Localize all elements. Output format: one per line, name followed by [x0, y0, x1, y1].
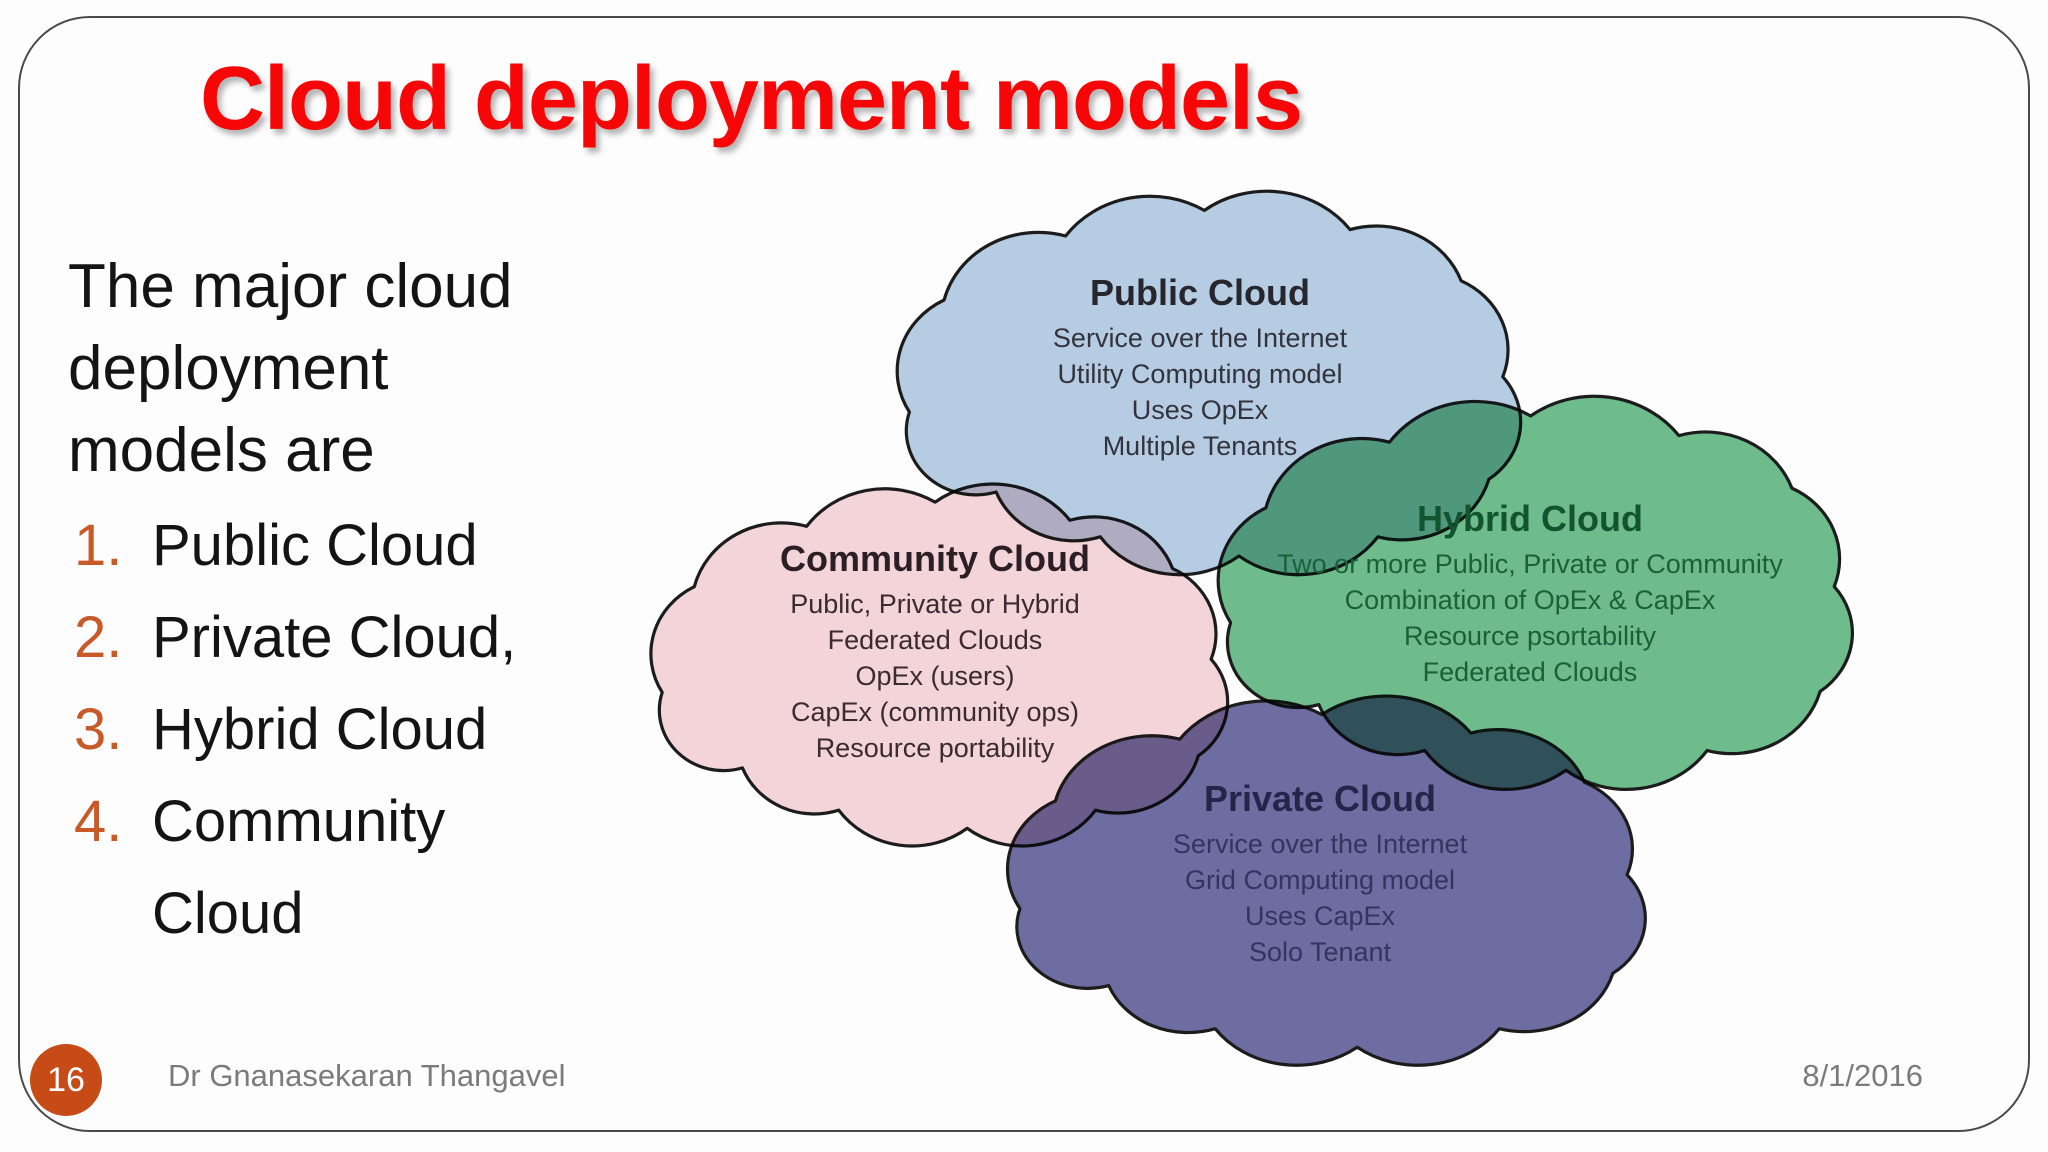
list-item: 1. Public Cloud	[74, 500, 532, 592]
list-label: Public Cloud	[152, 513, 478, 578]
cloud-line: CapEx (community ops)	[790, 697, 1080, 727]
page-number-badge: 16	[30, 1044, 102, 1116]
cloud-title: Community Cloud	[780, 538, 1090, 579]
cloud-line: Federated Clouds	[1422, 657, 1638, 687]
list-number: 4.	[74, 789, 123, 854]
private-cloud-label: Private Cloud Service over the Internet …	[1005, 778, 1635, 970]
intro-line: The major cloud	[68, 252, 513, 321]
cloud-line: Combination of OpEx & CapEx	[1344, 585, 1716, 615]
list-number: 3.	[74, 697, 123, 762]
cloud-line: Multiple Tenants	[1102, 431, 1298, 461]
list-label: Community Cloud	[152, 789, 446, 946]
page-number: 16	[47, 1060, 85, 1099]
intro-line: models are	[68, 416, 375, 485]
cloud-title: Private Cloud	[1203, 778, 1437, 819]
list-item: 4. Community Cloud	[74, 776, 532, 960]
cloud-line: Two or more Public, Private or Community	[1277, 549, 1783, 579]
list-item: 3. Hybrid Cloud	[74, 684, 532, 776]
cloud-title: Hybrid Cloud	[1417, 498, 1643, 539]
page-title: Cloud deployment models	[200, 49, 1303, 149]
list-item: 2. Private Cloud,	[74, 592, 532, 684]
author-credit: Dr Gnanasekaran Thangavel	[168, 1058, 566, 1093]
cloud-title: Public Cloud	[1090, 272, 1310, 313]
intro-line: deployment	[68, 334, 389, 403]
cloud-line: Solo Tenant	[1248, 937, 1392, 967]
cloud-line: Utility Computing model	[1057, 359, 1343, 389]
cloud-line: OpEx (users)	[855, 661, 1015, 691]
cloud-line: Service over the Internet	[1172, 829, 1468, 859]
cloud-line: Uses CapEx	[1244, 901, 1396, 931]
public-cloud-label: Public Cloud Service over the Internet U…	[900, 272, 1500, 464]
cloud-line: Resource portability	[815, 733, 1055, 763]
hybrid-cloud-label: Hybrid Cloud Two or more Public, Private…	[1205, 498, 1855, 690]
cloud-line: Federated Clouds	[827, 625, 1043, 655]
intro-paragraph: The major cloud deployment models are	[68, 246, 513, 492]
cloud-line: Uses OpEx	[1131, 395, 1269, 425]
list-label: Hybrid Cloud	[152, 697, 488, 762]
cloud-line: Public, Private or Hybrid	[790, 589, 1080, 619]
list-number: 1.	[74, 513, 123, 578]
list-number: 2.	[74, 605, 123, 670]
cloud-line: Service over the Internet	[1052, 323, 1348, 353]
cloud-line: Resource psortability	[1403, 621, 1657, 651]
slide-date: 8/1/2016	[1802, 1058, 1923, 1093]
community-cloud-label: Community Cloud Public, Private or Hybri…	[650, 538, 1220, 766]
deployment-model-list: 1. Public Cloud 2. Private Cloud, 3. Hyb…	[74, 500, 532, 960]
cloud-line: Grid Computing model	[1184, 865, 1456, 895]
list-label: Private Cloud,	[152, 605, 517, 670]
